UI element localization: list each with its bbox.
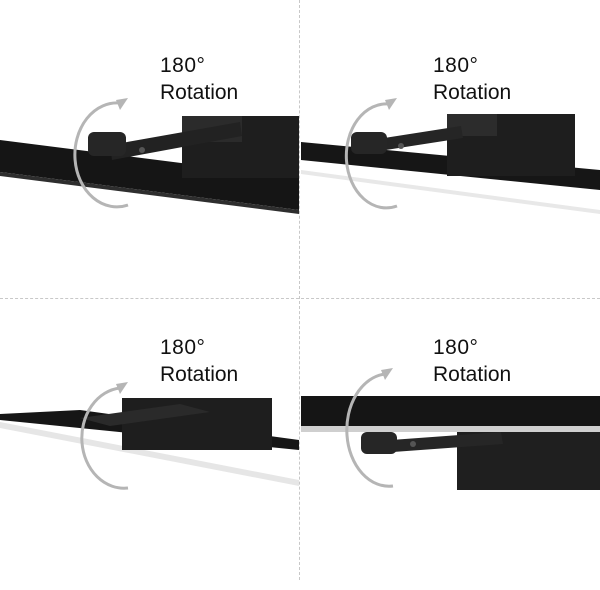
light-bar: [301, 396, 600, 426]
lamp-illustration: [0, 98, 299, 214]
rotation-angle: 180°: [160, 336, 206, 359]
rotation-arrow-icon: [80, 386, 129, 490]
panel-rotation-2: 180° Rotation: [301, 0, 600, 290]
clamp: [361, 432, 397, 454]
clamp: [88, 132, 126, 156]
lamp-illustration: [0, 382, 299, 490]
rotation-caption: 180° Rotation: [433, 334, 543, 388]
rotation-arrow-icon: [345, 372, 394, 488]
rotation-caption: 180° Rotation: [160, 52, 270, 106]
rotation-label: Rotation: [433, 81, 512, 104]
rotation-angle: 180°: [160, 54, 206, 77]
panel-rotation-3: 180° Rotation: [0, 300, 299, 590]
rotation-label: Rotation: [160, 81, 239, 104]
lamp-illustration: [301, 98, 600, 214]
rotation-angle: 180°: [433, 54, 479, 77]
rotation-label: Rotation: [433, 363, 512, 386]
wall-bracket: [122, 398, 272, 450]
rotation-caption: 180° Rotation: [160, 334, 270, 388]
rotation-label: Rotation: [160, 363, 239, 386]
horizontal-divider: [0, 298, 600, 299]
swing-arm: [391, 432, 503, 452]
swing-arm: [371, 126, 463, 152]
panel-rotation-1: 180° Rotation: [0, 0, 299, 290]
rotation-arrow-icon: [73, 101, 129, 209]
rotation-arrow-icon: [344, 102, 398, 210]
clamp: [351, 132, 387, 154]
swing-arm: [80, 404, 210, 426]
rotation-caption: 180° Rotation: [433, 52, 543, 106]
rotation-angle: 180°: [433, 336, 479, 359]
lamp-illustration: [301, 368, 600, 490]
vertical-divider: [299, 0, 300, 580]
panel-rotation-4: 180° Rotation: [301, 300, 600, 590]
